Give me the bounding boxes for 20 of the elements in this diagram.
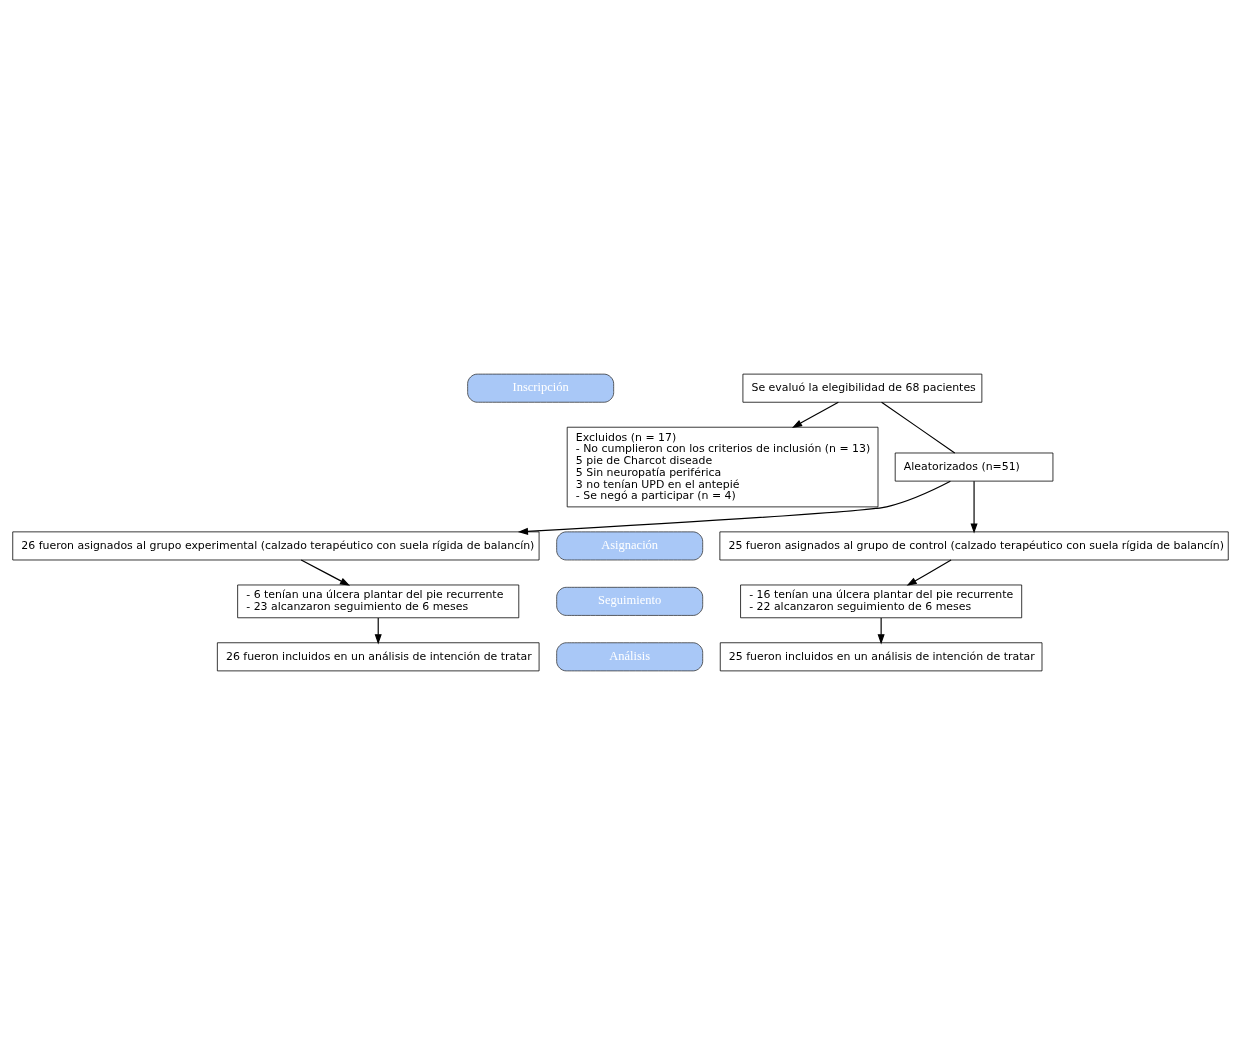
node-box: 26 fueron asignados al grupo experimental (calzado terapéutico con suela rígida de balancín): [12, 531, 540, 561]
arrow: [970, 480, 978, 534]
connector: [881, 401, 956, 454]
node-box: Inscripción: [467, 373, 615, 403]
node-box: 25 fueron asignados al grupo de control (calzado terapéutico con suela rígida de balancín): [719, 531, 1229, 561]
node-box: Asignación: [556, 531, 704, 561]
arrow: [517, 480, 951, 535]
arrow: [906, 559, 952, 586]
node-box: - 6 tenían una úlcera plantar del pie recurrente - 23 alcanzaron seguimiento de 6 meses: [237, 584, 520, 619]
node-box: 26 fueron incluidos en un análisis de intención de tratar: [216, 642, 540, 672]
node-box: 25 fueron incluidos en un análisis de intención de tratar: [719, 642, 1043, 672]
arrow: [300, 559, 351, 586]
node-box: - 16 tenían una úlcera plantar del pie recurrente - 22 alcanzaron seguimiento de 6 meses: [740, 584, 1023, 619]
node-box: Se evaluó la elegibilidad de 68 pacientes: [742, 373, 983, 403]
node-box: Seguimiento: [556, 586, 704, 616]
arrow: [877, 617, 885, 645]
node-box: Análisis: [556, 642, 704, 672]
node-box: Aleatorizados (n=51): [894, 452, 1054, 482]
node-box: Excluidos (n = 17) - No cumplieron con los criterios de inclusión (n = 13) 5 pie de Charcot diseade 5 Sin neuropatía periférica 3 no tenían UPD en el antepié - Se negó a participar (n = 4): [566, 426, 879, 508]
arrow: [791, 401, 839, 428]
